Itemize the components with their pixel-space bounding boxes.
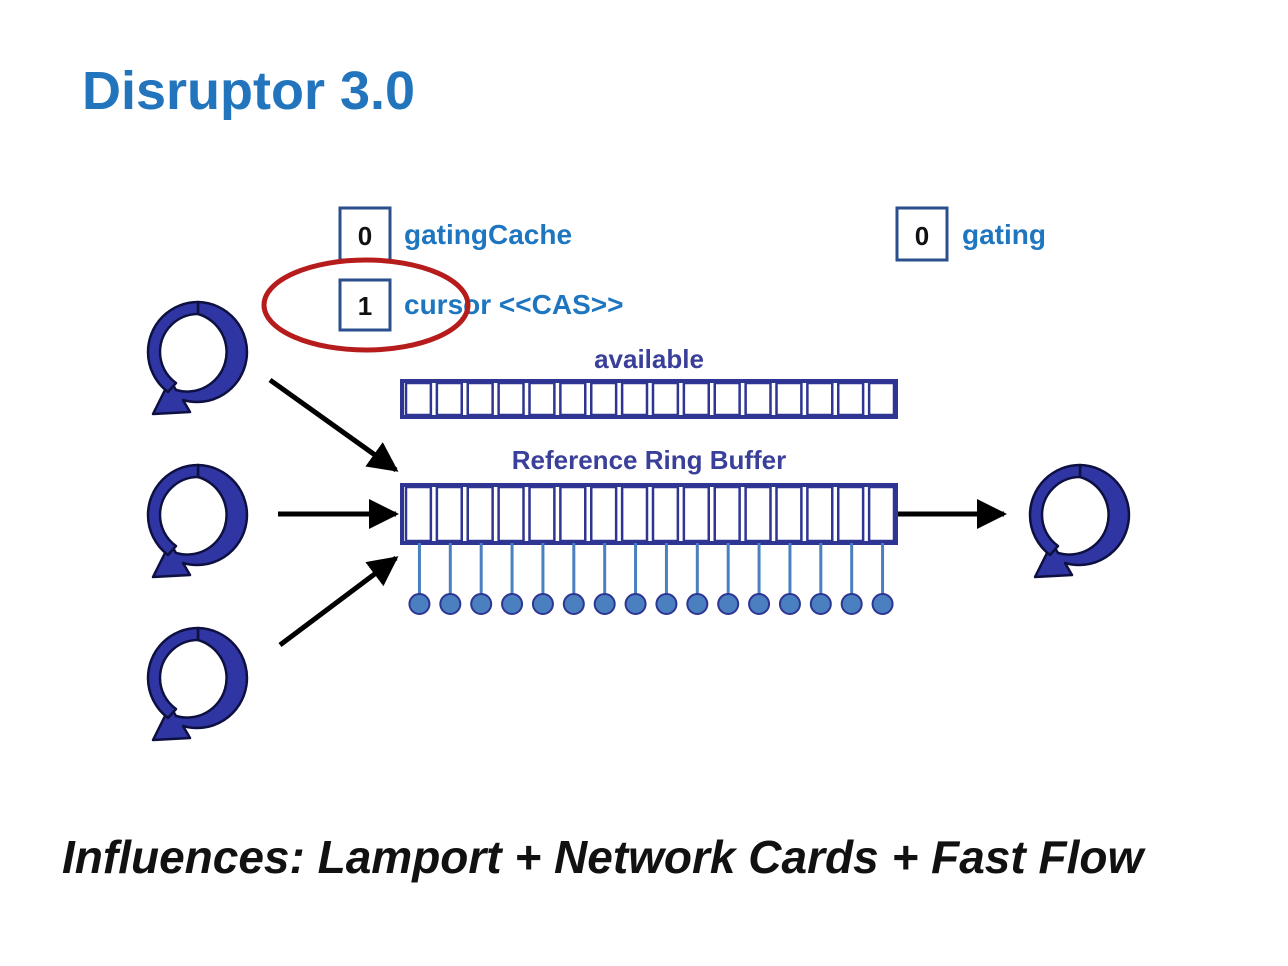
available-buffer-slot (744, 381, 772, 417)
available-buffer-slot (682, 381, 710, 417)
ring-buffer-entry-dot (809, 593, 832, 615)
ring-buffer-slot (497, 485, 525, 543)
ring-buffer-entry-dot (840, 593, 863, 615)
ring-buffer-entries (408, 543, 894, 615)
ring-buffer-slot (806, 485, 834, 543)
available-label: available (594, 344, 704, 374)
consumer-cycle-icon (1028, 463, 1131, 579)
slide-title: Disruptor 3.0 (82, 61, 416, 121)
gating-label: gating (962, 219, 1046, 250)
ring-buffer-entry-dot (531, 593, 554, 615)
gating-cache-box (338, 206, 392, 262)
ring-buffer-slot (528, 485, 556, 543)
ring-buffer-entry-dot (562, 593, 585, 615)
gating-value: 0 (915, 221, 929, 251)
gating-counter: 0 gating (895, 206, 1046, 262)
cursor-label: cursor <<CAS>> (404, 289, 623, 320)
producer-3-cycle-icon (146, 626, 249, 742)
ring-buffer-slot (744, 485, 772, 543)
ring-buffer-slot (867, 485, 896, 543)
available-buffer-slot (497, 381, 525, 417)
cursor-box (338, 278, 392, 332)
ring-buffer-entry-dot (501, 593, 524, 615)
ring-buffer-slot (404, 485, 433, 543)
ring-buffer-entry-dot (686, 593, 709, 615)
available-buffer-slot (806, 381, 834, 417)
ring-buffer-entry-dot (655, 593, 678, 615)
available-buffer-slot (559, 381, 587, 417)
available-buffer-slot (620, 381, 649, 417)
available-buffer-slot (466, 381, 494, 417)
ring-buffer-slot (590, 485, 618, 543)
ring-buffer-slot (837, 485, 865, 543)
available-buffer-slot (775, 381, 803, 417)
available-buffer-slot (713, 381, 741, 417)
available-buffer-slot (590, 381, 618, 417)
ring-buffer-entry-dot (748, 593, 771, 615)
producer-1-cycle-icon (146, 300, 249, 416)
available-buffer-slot (435, 381, 463, 417)
available-buffer-slot (837, 381, 865, 417)
gating-cache-counter: 0 gatingCache (338, 206, 572, 262)
available-buffer-slot (404, 381, 433, 417)
ring-buffer-entry-dot (470, 593, 493, 615)
ring-buffer-entry-dot (439, 593, 462, 615)
ring-buffer-entry-dot (717, 593, 740, 615)
ring-buffer-slot (682, 485, 710, 543)
ring-buffer-entry-dot (408, 593, 431, 615)
ring-buffer-slot (435, 485, 463, 543)
ring-buffer-entry-dot (624, 593, 647, 615)
ring-buffer-slot (559, 485, 587, 543)
available-buffer-slot (867, 381, 896, 417)
producer-1-arrow (268, 377, 399, 473)
producer-2-cycle-icon (146, 463, 249, 579)
ring-buffer-slot (775, 485, 803, 543)
ring-buffer-slot (651, 485, 680, 543)
ring-buffer (400, 483, 898, 545)
ring-buffer-slot (620, 485, 649, 543)
cursor-value: 1 (358, 291, 372, 321)
gating-box (895, 206, 949, 262)
ring-buffer-label: Reference Ring Buffer (512, 445, 787, 475)
cursor-highlight-ring (261, 257, 471, 353)
ring-buffer-slot (713, 485, 741, 543)
influences-footer: Influences: Lamport + Network Cards + Fa… (62, 831, 1144, 883)
cursor-counter: 1 cursor <<CAS>> (261, 257, 623, 353)
ring-buffer-entry-dot (593, 593, 616, 615)
producer-3-arrow (278, 556, 399, 647)
ring-buffer-entry-dot (778, 593, 801, 615)
available-buffer-slot (528, 381, 556, 417)
gating-cache-label: gatingCache (404, 219, 572, 250)
ring-buffer-entry-dot (871, 593, 894, 615)
available-buffer (400, 379, 898, 419)
available-buffer-slot (651, 381, 680, 417)
ring-buffer-slot (466, 485, 494, 543)
gating-cache-value: 0 (358, 221, 372, 251)
